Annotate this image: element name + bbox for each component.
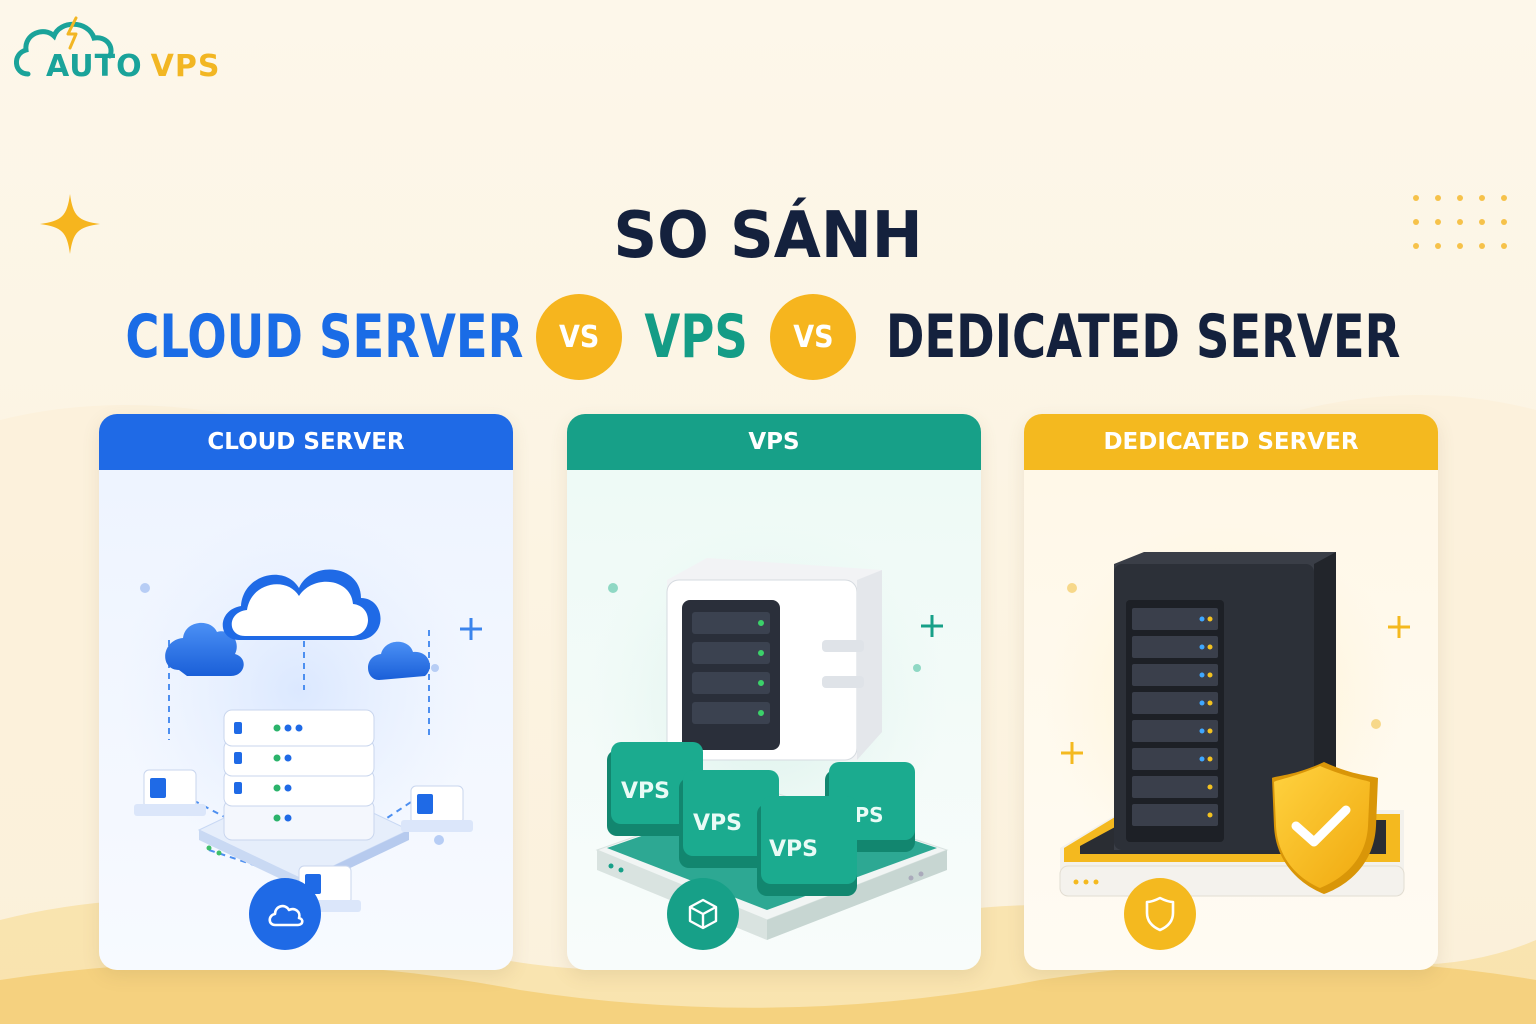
card-illustration-area: [1024, 470, 1438, 970]
dedicated-server-illustration: [1044, 520, 1410, 897]
card-vps[interactable]: VPS: [567, 414, 981, 970]
cloud-logo-icon: [14, 16, 114, 77]
card-dedicated-server[interactable]: DEDICATED SERVER: [1024, 414, 1438, 970]
card-illustration-area: [99, 470, 513, 970]
headline-cloud-server: CLOUD SERVER: [125, 302, 524, 372]
security-shield: [1272, 762, 1378, 894]
headline-dedicated-server: DEDICATED SERVER: [886, 302, 1401, 372]
server-stack: [223, 709, 375, 841]
headline-line2: CLOUD SERVER VS VPS VS DEDICATED SERVER: [0, 292, 1536, 382]
sparkle-icon: [40, 194, 100, 254]
brand-name-part2: VPS: [150, 49, 221, 84]
dot-grid-decoration: [1413, 195, 1507, 249]
headline-vps: VPS: [644, 302, 748, 372]
cube-icon: [688, 898, 718, 930]
rack-server: [1114, 552, 1336, 850]
cloud-icon-button[interactable]: [249, 878, 321, 950]
shield-icon: [1145, 896, 1175, 932]
vs-badge-1: VS: [536, 294, 623, 380]
card-title: VPS: [567, 414, 981, 470]
card-illustration-area: VPS VPS VPS VPS: [567, 470, 981, 970]
cloud-shapes: [165, 569, 430, 680]
shield-icon-button[interactable]: [1124, 878, 1196, 950]
card-cloud-server[interactable]: CLOUD SERVER: [99, 414, 513, 970]
vps-box-label: VPS: [693, 811, 742, 836]
card-title: DEDICATED SERVER: [1024, 414, 1438, 470]
tower-server: [666, 558, 882, 761]
vps-box-label: VPS: [769, 837, 818, 862]
brand-name-part1: AUTO: [46, 49, 143, 84]
vps-cube-front: VPS: [757, 796, 857, 896]
node-server-left: [134, 769, 206, 816]
headline-line1: SO SÁNH: [613, 199, 923, 273]
vps-box-label: VPS: [621, 779, 670, 804]
cloud-server-illustration: [119, 510, 482, 912]
vps-illustration: VPS VPS VPS VPS: [587, 520, 949, 940]
cloud-icon: [268, 904, 304, 927]
vps-cube-middle: VPS: [679, 770, 779, 868]
card-title: CLOUD SERVER: [99, 414, 513, 470]
node-server-right: [401, 785, 473, 832]
cube-icon-button[interactable]: [667, 878, 739, 950]
vs-badge-2: VS: [770, 294, 857, 380]
